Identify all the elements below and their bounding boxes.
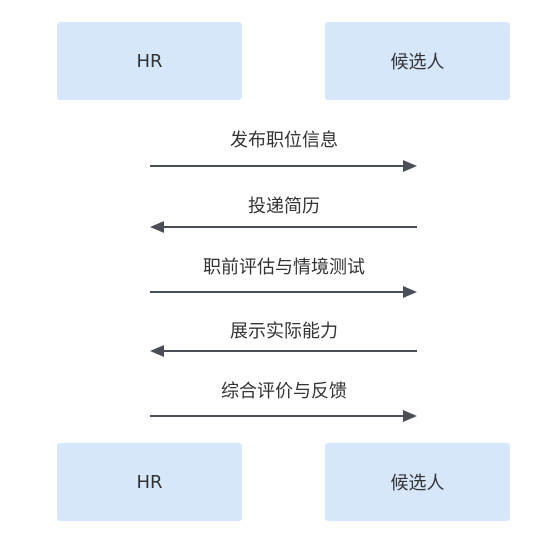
message-label: 职前评估与情境测试 [203,257,365,278]
participant-label-candidate: 候选人 [390,473,445,494]
message-label: 综合评价与反馈 [221,381,347,402]
message-arrow [150,345,417,357]
message-arrow [150,160,417,172]
message-arrow [150,410,417,422]
arrow-head [150,221,164,233]
participant-hr-top: HR [57,22,242,100]
participant-candidate-bottom: 候选人 [325,443,510,521]
arrow-head [403,286,417,298]
participant-label-candidate: 候选人 [390,52,445,73]
message-label: 展示实际能力 [230,321,338,342]
arrow-head [403,410,417,422]
message-label: 投递简历 [248,196,320,217]
arrow-head [403,160,417,172]
participant-label-hr: HR [136,50,163,72]
participant-label-hr: HR [136,471,163,493]
message-label: 发布职位信息 [230,130,338,151]
arrow-head [150,345,164,357]
participant-candidate-top: 候选人 [325,22,510,100]
message-arrow [150,286,417,298]
message-arrow [150,221,417,233]
participant-hr-bottom: HR [57,443,242,521]
